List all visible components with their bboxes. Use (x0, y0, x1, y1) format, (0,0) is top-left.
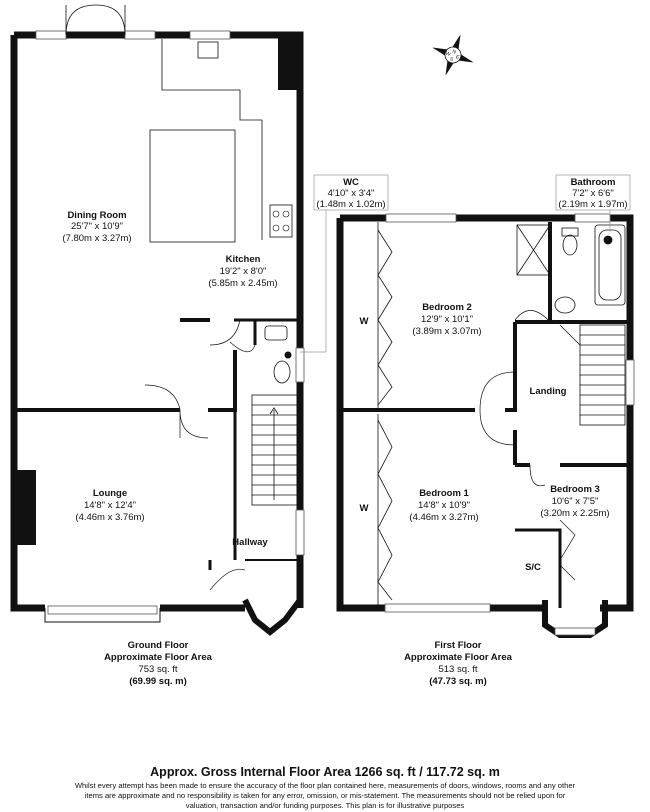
svg-text:12'9" x 10'1": 12'9" x 10'1" (421, 314, 473, 325)
svg-text:7'2" x 6'6": 7'2" x 6'6" (572, 188, 614, 199)
room-label-hallway: Hallway (232, 537, 268, 548)
gross-area-title: Approx. Gross Internal Floor Area 1266 s… (150, 765, 500, 779)
svg-text:(47.73 sq. m): (47.73 sq. m) (429, 676, 487, 687)
bathroom-label: Bathroom 7'2" x 6'6" (2.19m x 1.97m) (555, 174, 631, 232)
room-label-dining-room: Dining Room 25'7" x 10'9" (7.80m x 3.27m… (62, 210, 131, 244)
svg-text:Approximate Floor Area: Approximate Floor Area (104, 652, 213, 663)
wardrobe-label: W (360, 316, 369, 327)
svg-text:(5.85m x 2.45m): (5.85m x 2.45m) (208, 278, 277, 289)
storage-label: S/C (525, 562, 541, 573)
svg-text:(3.89m x 3.07m): (3.89m x 3.07m) (412, 326, 481, 337)
svg-text:25'7" x 10'9": 25'7" x 10'9" (71, 221, 123, 232)
svg-text:Kitchen: Kitchen (226, 254, 261, 265)
compass-letter-n: N (451, 49, 457, 56)
svg-text:Ground Floor: Ground Floor (128, 640, 189, 651)
svg-text:(4.46m x 3.27m): (4.46m x 3.27m) (409, 512, 478, 523)
svg-text:753 sq. ft: 753 sq. ft (138, 664, 177, 675)
compass-letter-e: E (455, 54, 461, 61)
svg-text:(7.80m x 3.27m): (7.80m x 3.27m) (62, 233, 131, 244)
svg-text:(3.20m x 2.25m): (3.20m x 2.25m) (540, 508, 609, 519)
ground-floor-plan (10, 4, 305, 636)
first-floor-plan (336, 213, 635, 638)
svg-text:14'8" x 10'9": 14'8" x 10'9" (418, 500, 470, 511)
room-label-bedroom-1: Bedroom 1 14'8" x 10'9" (4.46m x 3.27m) (409, 488, 478, 523)
svg-text:Approximate Floor Area: Approximate Floor Area (404, 652, 513, 663)
disclaimer-text: Whilst every attempt has been made to en… (74, 781, 576, 810)
wc-label: WC 4'10" x 3'4" (1.48m x 1.02m) (300, 174, 389, 353)
svg-text:Bedroom 1: Bedroom 1 (419, 488, 469, 499)
room-label-bedroom-3: Bedroom 3 10'6" x 7'5" (3.20m x 2.25m) (540, 484, 609, 519)
compass-rose-icon: N E S W (432, 34, 474, 76)
svg-text:(69.99 sq. m): (69.99 sq. m) (129, 676, 187, 687)
room-label-bedroom-2: Bedroom 2 12'9" x 10'1" (3.89m x 3.07m) (412, 302, 481, 337)
svg-text:19'2" x 8'0": 19'2" x 8'0" (220, 266, 267, 277)
first-floor-caption: First Floor Approximate Floor Area 513 s… (404, 640, 513, 687)
svg-text:(2.19m x 1.97m): (2.19m x 1.97m) (558, 199, 627, 210)
wardrobe-label: W (360, 503, 369, 514)
compass-letter-s: S (449, 56, 455, 63)
svg-text:4'10" x 3'4": 4'10" x 3'4" (328, 188, 375, 199)
compass-letter-w: W (445, 51, 452, 58)
svg-text:First Floor: First Floor (435, 640, 482, 651)
svg-text:513 sq. ft: 513 sq. ft (438, 664, 477, 675)
svg-text:(4.46m x 3.76m): (4.46m x 3.76m) (75, 512, 144, 523)
room-label-lounge: Lounge 14'8" x 12'4" (4.46m x 3.76m) (75, 488, 144, 523)
svg-text:Bedroom 3: Bedroom 3 (550, 484, 600, 495)
room-label-landing: Landing (530, 386, 567, 397)
ground-floor-caption: Ground Floor Approximate Floor Area 753 … (104, 640, 213, 687)
svg-text:10'6" x 7'5": 10'6" x 7'5" (552, 496, 599, 507)
room-label-kitchen: Kitchen 19'2" x 8'0" (5.85m x 2.45m) (208, 254, 277, 289)
svg-text:Dining Room: Dining Room (67, 210, 126, 221)
svg-text:Bathroom: Bathroom (571, 177, 616, 188)
svg-text:Bedroom 2: Bedroom 2 (422, 302, 472, 313)
svg-text:14'8" x 12'4": 14'8" x 12'4" (84, 500, 136, 511)
svg-text:(1.48m x 1.02m): (1.48m x 1.02m) (316, 199, 385, 210)
svg-text:Lounge: Lounge (93, 488, 127, 499)
svg-text:WC: WC (343, 177, 359, 188)
